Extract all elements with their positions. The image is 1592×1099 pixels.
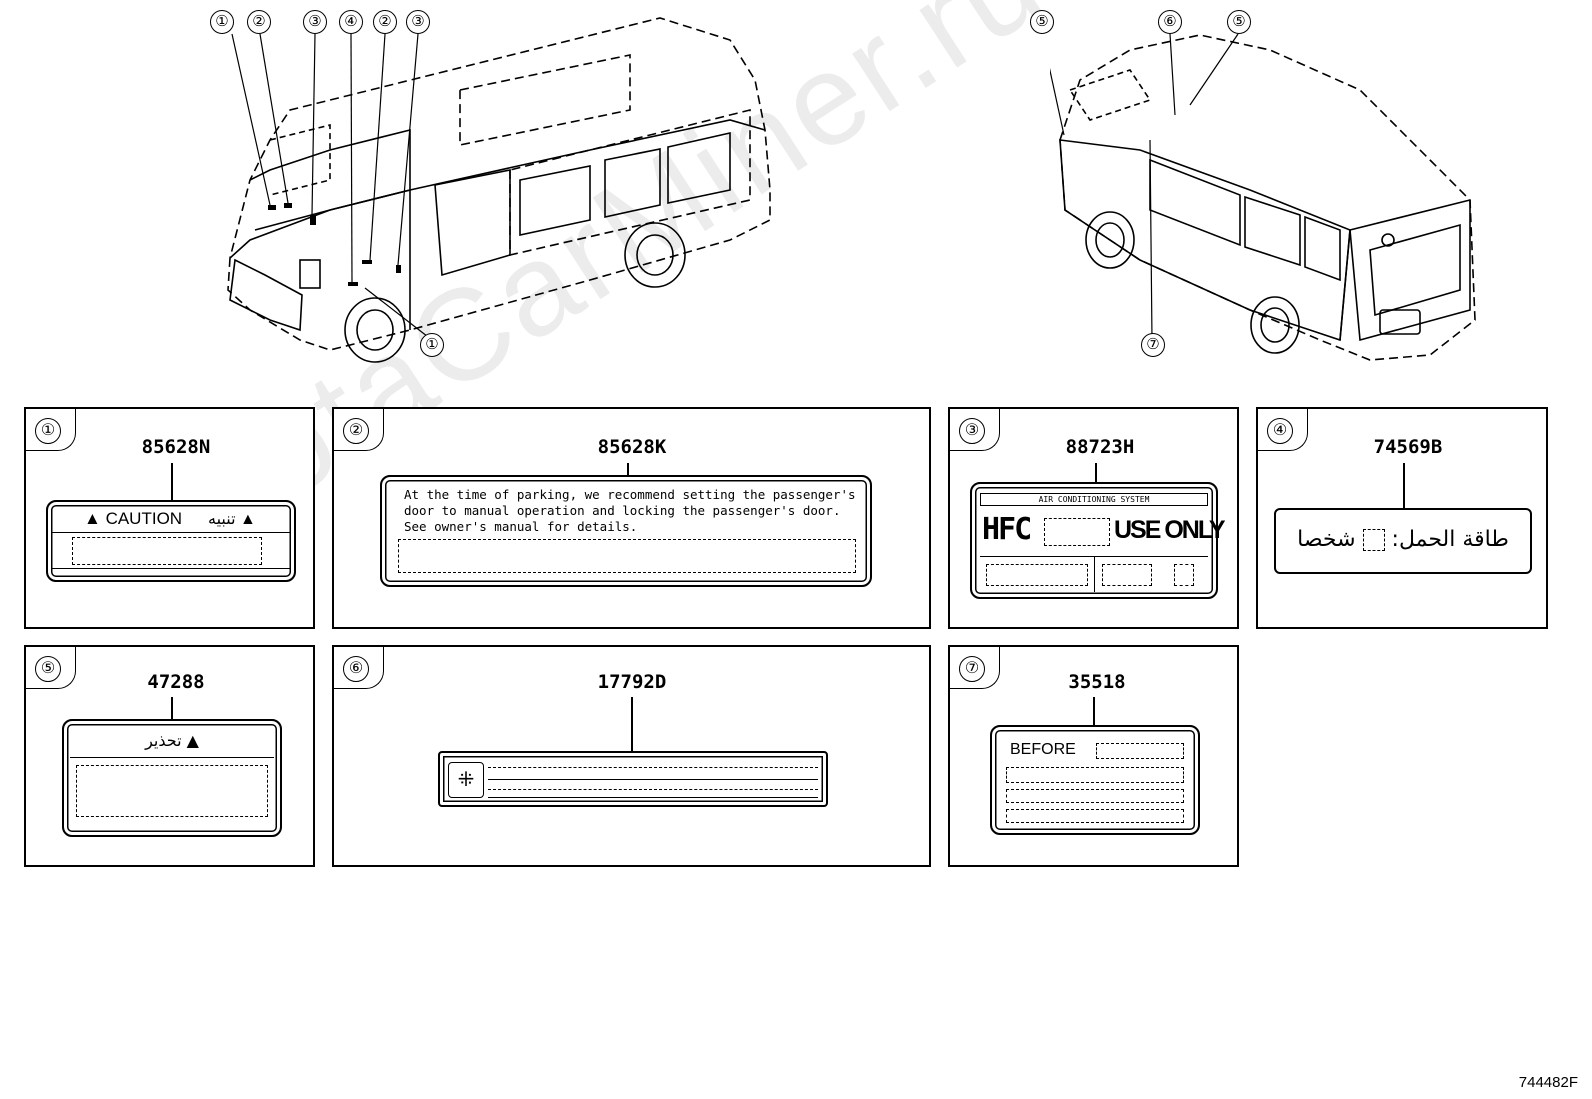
- part-number: 85628N: [141, 436, 211, 458]
- caution-text: CAUTION: [105, 509, 183, 528]
- part-number: 88723H: [1065, 436, 1135, 458]
- panel-6: ⑥ 17792D ⁜: [332, 645, 931, 867]
- callout-1b-front: ①: [420, 333, 444, 357]
- parking-label: At the time of parking, we recommend set…: [380, 475, 872, 587]
- rear-van-illustration: [1050, 33, 1476, 361]
- panel-7: ⑦ 35518 BEFORE: [948, 645, 1239, 867]
- use-only-text: USE ONLY: [1114, 516, 1226, 544]
- callout-4-front: ④: [339, 10, 363, 34]
- panel-5: ⑤ 47288 تحذير ▲: [24, 645, 315, 867]
- callout-3-front: ③: [303, 10, 327, 34]
- ac-header: AIR CONDITIONING SYSTEM: [980, 493, 1208, 506]
- ac-label: AIR CONDITIONING SYSTEM HFC USE ONLY: [970, 482, 1226, 599]
- hfc-text: HFC: [982, 512, 1032, 547]
- figure-code: 744482F: [1518, 1074, 1578, 1091]
- label-text-line-3: See owner's manual for details.: [404, 519, 638, 534]
- panel-number: ③: [959, 418, 985, 444]
- part-number: 74569B: [1373, 436, 1443, 458]
- info-strip-label: ⁜: [438, 751, 828, 807]
- part-number: 47288: [147, 671, 205, 693]
- callout-5-rear: ⑤: [1030, 10, 1054, 34]
- part-number: 35518: [1068, 671, 1126, 693]
- panel-1: ① 85628N ▲ CAUTION تنبيه ▲: [24, 407, 315, 629]
- before-text: BEFORE: [1010, 741, 1076, 758]
- fan-icon: ⁜: [448, 762, 484, 798]
- label-text-line-2: door to manual operation and locking the…: [404, 503, 841, 518]
- panel-number: ⑤: [35, 656, 61, 682]
- callout-2-front: ②: [247, 10, 271, 34]
- panel-number: ⑦: [959, 656, 985, 682]
- callout-6-rear: ⑥: [1158, 10, 1182, 34]
- callout-5b-rear: ⑤: [1227, 10, 1251, 34]
- capacity-label: طاقة الحمل: شخصا: [1274, 508, 1532, 574]
- panel-number: ④: [1267, 418, 1293, 444]
- front-van-illustration: [227, 17, 771, 363]
- callout-7-rear: ⑦: [1141, 333, 1165, 357]
- label-text-line-1: At the time of parking, we recommend set…: [404, 487, 856, 502]
- warning-label: تحذير ▲: [62, 719, 282, 837]
- capacity-arabic-2: شخصا: [1297, 527, 1356, 552]
- before-label: BEFORE: [990, 725, 1200, 835]
- callout-1-front: ①: [210, 10, 234, 34]
- callout-3b-front: ③: [406, 10, 430, 34]
- part-number: 17792D: [597, 671, 667, 693]
- part-number: 85628K: [597, 436, 667, 458]
- capacity-arabic-1: طاقة الحمل:: [1391, 527, 1509, 552]
- panel-2: ② 85628K At the time of parking, we reco…: [332, 407, 931, 629]
- caution-label: ▲ CAUTION تنبيه ▲: [46, 500, 296, 582]
- panel-4: ④ 74569B طاقة الحمل: شخصا: [1256, 407, 1548, 629]
- panel-number: ②: [343, 418, 369, 444]
- panel-number: ①: [35, 418, 61, 444]
- callout-2b-front: ②: [373, 10, 397, 34]
- panel-number: ⑥: [343, 656, 369, 682]
- warning-arabic: تحذير: [145, 731, 182, 750]
- caution-arabic: تنبيه: [208, 511, 236, 528]
- panel-3: ③ 88723H AIR CONDITIONING SYSTEM HFC USE…: [948, 407, 1239, 629]
